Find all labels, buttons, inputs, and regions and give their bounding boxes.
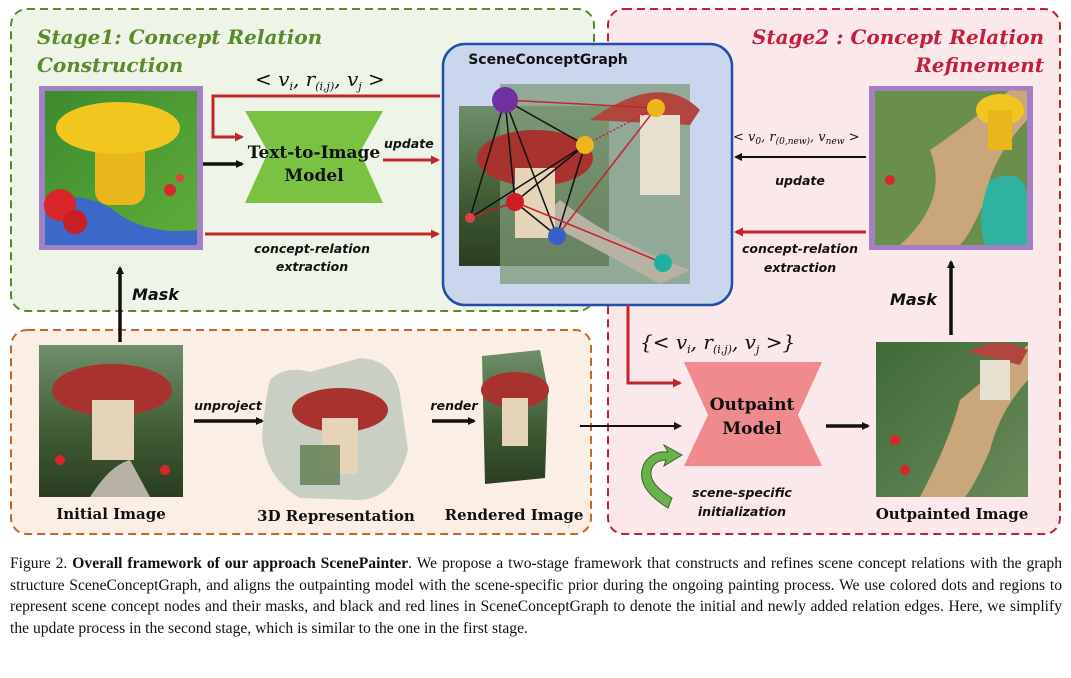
caption-rendered-image: Rendered Image: [445, 506, 584, 524]
outpaint-model: Outpaint Model: [684, 362, 822, 466]
caption-outpainted-image: Outpainted Image: [876, 505, 1029, 523]
caption-3d-representation: 3D Representation: [257, 507, 415, 525]
t2i-label-line1: Text-to-Image: [248, 143, 381, 163]
scene-concept-graph: SceneConceptGraph: [441, 42, 734, 307]
node-red: [506, 193, 524, 211]
figure-caption: Figure 2. Overall framework of our appro…: [10, 553, 1062, 639]
stage1-masked-image: [39, 86, 203, 250]
scene-specific-init-arrow: [641, 443, 683, 509]
stage1-title-line2: Construction: [37, 53, 183, 77]
label-extraction-left: extraction: [276, 259, 348, 274]
node-yellow-2: [647, 99, 665, 117]
label-extraction-right: extraction: [764, 260, 836, 275]
label-render: render: [430, 398, 478, 413]
label-scene-specific: scene-specific: [692, 485, 792, 500]
node-blue: [548, 227, 566, 245]
rendered-image: [481, 350, 549, 484]
stage2-masked-image: [869, 86, 1033, 250]
label-update-right: update: [775, 173, 825, 188]
label-unproject: unproject: [194, 398, 263, 413]
initial-image: [39, 345, 183, 497]
outpaint-label-line2: Model: [722, 419, 782, 439]
node-purple: [492, 87, 518, 113]
outpainted-image: [876, 342, 1028, 497]
3d-representation-image: [262, 358, 408, 500]
framework-diagram: Stage1: Concept Relation Construction St…: [10, 8, 1061, 535]
stage1-title-line1: Stage1: Concept Relation: [37, 25, 322, 49]
node-yellow-1: [576, 136, 594, 154]
stage2-title-line2: Refinement: [914, 53, 1045, 77]
arrow-graph-to-outpaint: [626, 305, 682, 388]
caption-bold: Overall framework of our approach SceneP…: [72, 555, 409, 572]
caption-initial-image: Initial Image: [56, 505, 166, 523]
label-initialization: initialization: [698, 504, 786, 519]
caption-label: Figure 2.: [10, 555, 68, 572]
outpaint-label-line1: Outpaint: [710, 395, 795, 415]
arrow-relation-to-t2i: [211, 94, 440, 142]
stage2-title-line1: Stage2 : Concept Relation: [752, 25, 1044, 49]
label-mask-right: Mask: [890, 290, 938, 309]
graph-title: SceneConceptGraph: [468, 52, 628, 68]
text-to-image-model: Text-to-Image Model: [245, 111, 383, 203]
label-update-left: update: [384, 136, 434, 151]
label-concept-relation-left: concept-relation: [254, 241, 370, 256]
t2i-label-line2: Model: [284, 166, 344, 186]
triple-set-label: {< vi, r(i,j), vj >}: [640, 330, 795, 356]
label-mask-left: Mask: [132, 285, 180, 304]
node-teal: [654, 254, 672, 272]
caption-text: . We propose a two-stage framework that …: [10, 555, 1062, 637]
triple-label-top: < vi, r(i,j), vj >: [255, 67, 385, 93]
label-concept-relation-right: concept-relation: [742, 241, 858, 256]
